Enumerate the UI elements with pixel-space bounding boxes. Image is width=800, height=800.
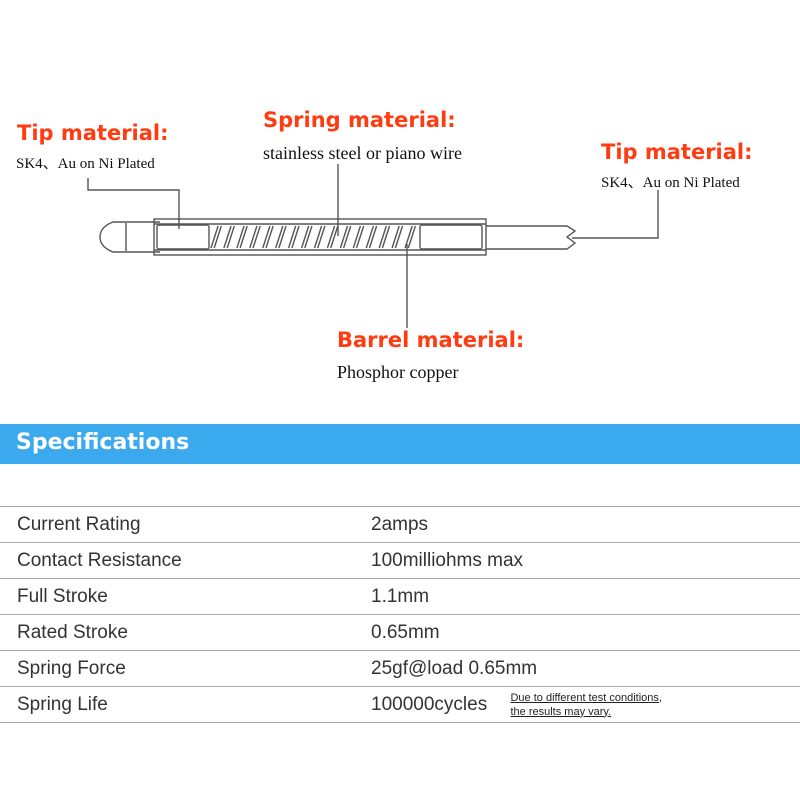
table-row: Spring Force 25gf@load 0.65mm <box>0 650 800 687</box>
spec-value: 0.65mm <box>371 614 800 651</box>
table-row: Full Stroke 1.1mm <box>0 578 800 615</box>
table-row: Rated Stroke 0.65mm <box>0 614 800 651</box>
right-inner-plunger <box>419 224 483 250</box>
barrel-text: Phosphor copper <box>337 362 459 382</box>
spring-text: stainless steel or piano wire <box>263 143 462 163</box>
spec-value: 25gf@load 0.65mm <box>371 650 800 687</box>
left-plunger-tip <box>99 221 160 253</box>
table-row: Contact Resistance 100milliohms max <box>0 542 800 579</box>
spec-value: 100000cycles <box>371 693 488 715</box>
left-inner-plunger <box>156 224 210 250</box>
table-row: Current Rating 2amps <box>0 506 800 543</box>
leader-right-tip <box>572 190 659 239</box>
tip-left-text: SK4、Au on Ni Plated <box>16 156 155 172</box>
tip-right-title: Tip material: <box>601 140 753 164</box>
spring-title: Spring material: <box>263 108 456 132</box>
specifications-banner: Specifications <box>0 424 800 464</box>
spec-value: 100milliohms max <box>371 542 800 579</box>
spec-label: Spring Life <box>0 686 371 723</box>
note-line: Due to different test conditions, <box>510 691 662 704</box>
spring-probe-diagram <box>87 164 659 328</box>
spec-label: Rated Stroke <box>0 614 371 651</box>
note-line: the results may vary. <box>510 705 612 718</box>
barrel <box>153 218 487 256</box>
test-conditions-note: Due to different test conditions, the re… <box>510 691 661 719</box>
spec-label: Contact Resistance <box>0 542 371 579</box>
spec-label: Spring Force <box>0 650 371 687</box>
spring-coil <box>210 225 417 249</box>
spec-value: 1.1mm <box>371 578 800 615</box>
barrel-title: Barrel material: <box>337 328 525 352</box>
tip-right-text: SK4、Au on Ni Plated <box>601 175 740 191</box>
right-plunger-shaft <box>486 225 577 250</box>
leader-left-tip <box>87 178 180 229</box>
spec-value: 2amps <box>371 506 800 543</box>
specifications-table: Current Rating 2amps Contact Resistance … <box>0 506 800 723</box>
spring-coil-windings <box>210 225 417 249</box>
table-row: Spring Life 100000cycles Due to differen… <box>0 686 800 723</box>
spec-label: Full Stroke <box>0 578 371 615</box>
specifications-title: Specifications <box>16 430 190 455</box>
spec-label: Current Rating <box>0 506 371 543</box>
spec-value-cell: 100000cycles Due to different test condi… <box>371 686 800 723</box>
tip-left-title: Tip material: <box>17 121 169 145</box>
